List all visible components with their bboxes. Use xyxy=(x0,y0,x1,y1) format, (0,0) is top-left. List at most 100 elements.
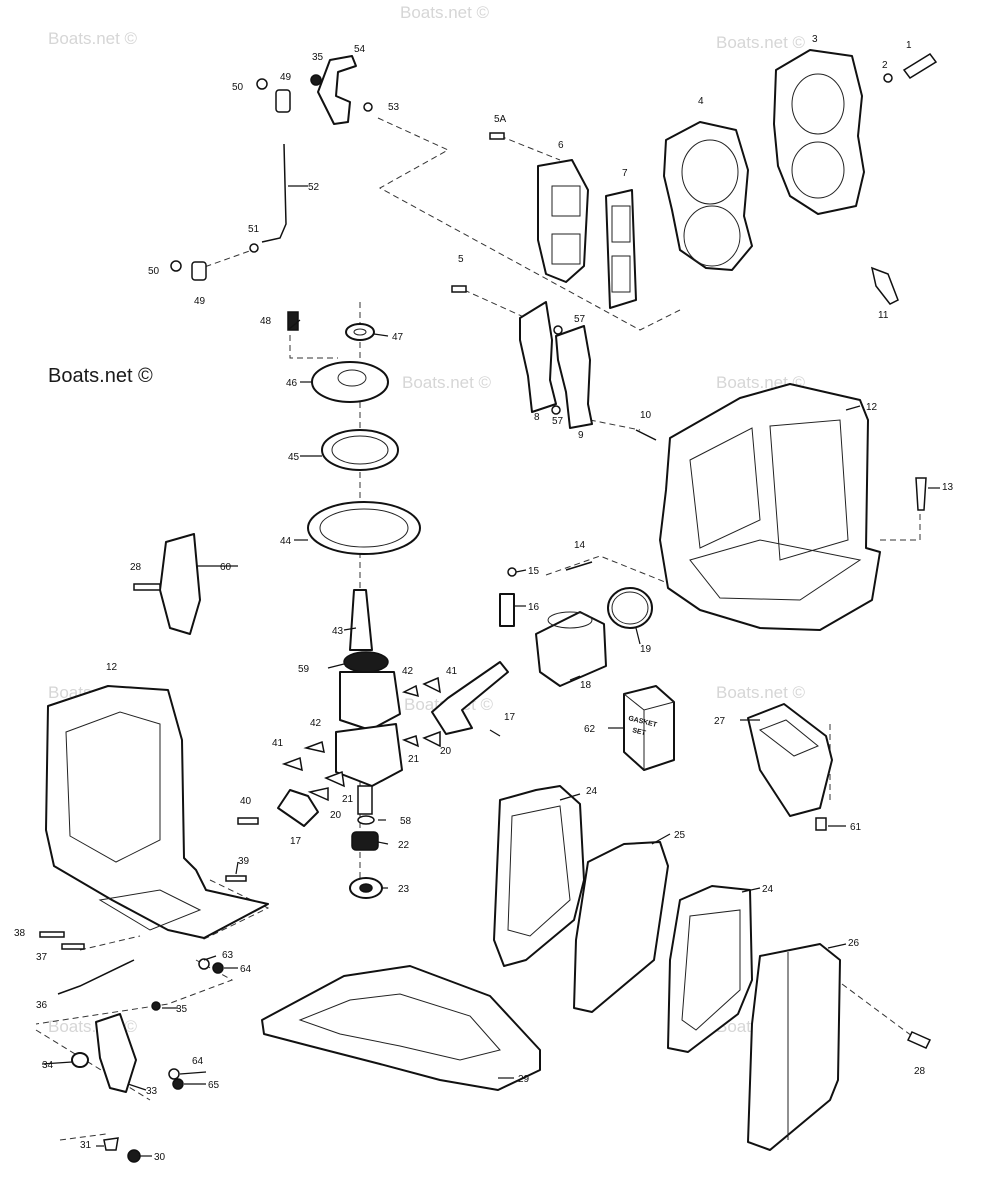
callout-64-lower: 64 xyxy=(192,1056,204,1067)
callout-12-left: 12 xyxy=(106,662,118,673)
screw-38 xyxy=(39,931,65,938)
gasket-bore-lower xyxy=(683,205,741,267)
crankshaft-group xyxy=(287,311,421,899)
callout-13: 13 xyxy=(942,482,954,493)
screw-28-left xyxy=(133,583,161,591)
callout-58: 58 xyxy=(400,816,412,827)
throttle-linkage xyxy=(170,55,373,281)
callout-57-lower: 57 xyxy=(552,416,564,427)
callout-49-top: 49 xyxy=(280,72,292,83)
callout-52: 52 xyxy=(308,182,320,193)
bolt-13 xyxy=(915,477,927,511)
screw-40 xyxy=(237,817,259,825)
screw-28-right xyxy=(906,1031,932,1049)
screw-53 xyxy=(363,102,373,112)
seal-47 xyxy=(345,323,375,341)
cylinder-block-left xyxy=(39,685,269,1011)
lever-bracket-33 xyxy=(95,1013,137,1093)
nut-30 xyxy=(127,1149,141,1163)
transfer-gasket-9 xyxy=(555,325,593,429)
callout-29: 29 xyxy=(518,1074,530,1085)
callout-47: 47 xyxy=(392,332,404,343)
reed-plate-6 xyxy=(537,159,589,283)
bearing-20-lower xyxy=(307,787,329,802)
callout-24-left: 24 xyxy=(586,786,598,797)
callout-34: 34 xyxy=(42,1060,54,1071)
bearing-41-lower xyxy=(281,756,303,772)
callout-21-lower: 21 xyxy=(342,794,354,805)
pin-31 xyxy=(103,1137,119,1151)
transfer-cover-group xyxy=(451,285,657,441)
bearing-22 xyxy=(351,831,379,851)
plate-25 xyxy=(573,841,669,1013)
callout-40: 40 xyxy=(240,796,252,807)
piston-ring-19 xyxy=(607,587,653,629)
callout-41-upper: 41 xyxy=(446,666,458,677)
piston-18 xyxy=(535,611,607,687)
callout-38: 38 xyxy=(14,928,26,939)
crank-shaft-end xyxy=(357,785,373,815)
callout-17-upper: 17 xyxy=(504,712,516,723)
bearing-41-upper xyxy=(422,676,441,694)
reed-opening-lower xyxy=(551,233,581,265)
stud-10 xyxy=(635,429,657,441)
ball-joint-50-top xyxy=(256,78,268,90)
intake-gasket-7 xyxy=(605,189,637,309)
gasket-box-label: SET xyxy=(632,727,648,737)
callout-46: 46 xyxy=(286,378,298,389)
link-clip-49-top xyxy=(275,89,291,113)
callout-33: 33 xyxy=(146,1086,158,1097)
cylinder-head-cover-3 xyxy=(773,49,865,215)
pin-14 xyxy=(565,561,593,571)
watermark-text: Boats.net © xyxy=(48,365,153,387)
bracket-group xyxy=(133,533,201,635)
callout-4: 4 xyxy=(698,96,704,107)
piston-group xyxy=(499,561,653,687)
callout-53: 53 xyxy=(388,102,400,113)
callout-20-lower: 20 xyxy=(330,810,342,821)
callout-6: 6 xyxy=(558,140,564,151)
gasket-bore-upper xyxy=(681,139,739,205)
watermark-text: Boats.net © xyxy=(716,683,806,702)
cylinder-block-12 xyxy=(659,383,881,631)
lever-group xyxy=(71,1013,184,1163)
exhaust-cover-group xyxy=(747,703,833,831)
crank-web-upper xyxy=(339,671,401,731)
callout-16: 16 xyxy=(528,602,540,613)
callout-54: 54 xyxy=(354,44,366,55)
callout-63: 63 xyxy=(222,950,234,961)
callout-19: 19 xyxy=(640,644,652,655)
callout-30: 30 xyxy=(154,1152,166,1163)
gasket-set-group: GASKET SET xyxy=(623,685,675,771)
head-gasket-4 xyxy=(663,121,753,271)
callout-1: 1 xyxy=(906,40,912,51)
crankshaft-taper-43 xyxy=(349,589,373,651)
callout-28-left: 28 xyxy=(130,562,142,573)
temperature-sensor-11 xyxy=(870,266,899,305)
callout-64-upper: 64 xyxy=(240,964,252,975)
bearing-plate-46 xyxy=(311,361,389,403)
callout-35-bottom: 35 xyxy=(176,1004,188,1015)
washer-64-lower xyxy=(168,1068,180,1080)
callout-42-lower: 42 xyxy=(310,718,322,729)
gasket-7-opening-upper xyxy=(611,205,631,243)
watermark-text: Boats.net © xyxy=(48,29,138,48)
cylinder-head-group xyxy=(663,49,938,305)
callout-65: 65 xyxy=(208,1080,220,1091)
bracket-60 xyxy=(159,533,201,635)
watermark-text: Boats.net © xyxy=(400,3,490,22)
bearing-59 xyxy=(343,651,389,673)
callout-43: 43 xyxy=(332,626,344,637)
screw-57-upper xyxy=(553,325,563,335)
washer-63 xyxy=(198,958,210,970)
exhaust-cover-27 xyxy=(747,703,833,817)
watermark-text: Boats.net © xyxy=(402,373,492,392)
screw-5a xyxy=(489,132,505,140)
nut-64-upper xyxy=(212,962,224,974)
cover-plate-26 xyxy=(747,943,841,1151)
gasket-24-left xyxy=(493,785,585,967)
callout-37: 37 xyxy=(36,952,48,963)
bearing-42-upper xyxy=(401,684,419,698)
block-port-side xyxy=(769,419,849,561)
